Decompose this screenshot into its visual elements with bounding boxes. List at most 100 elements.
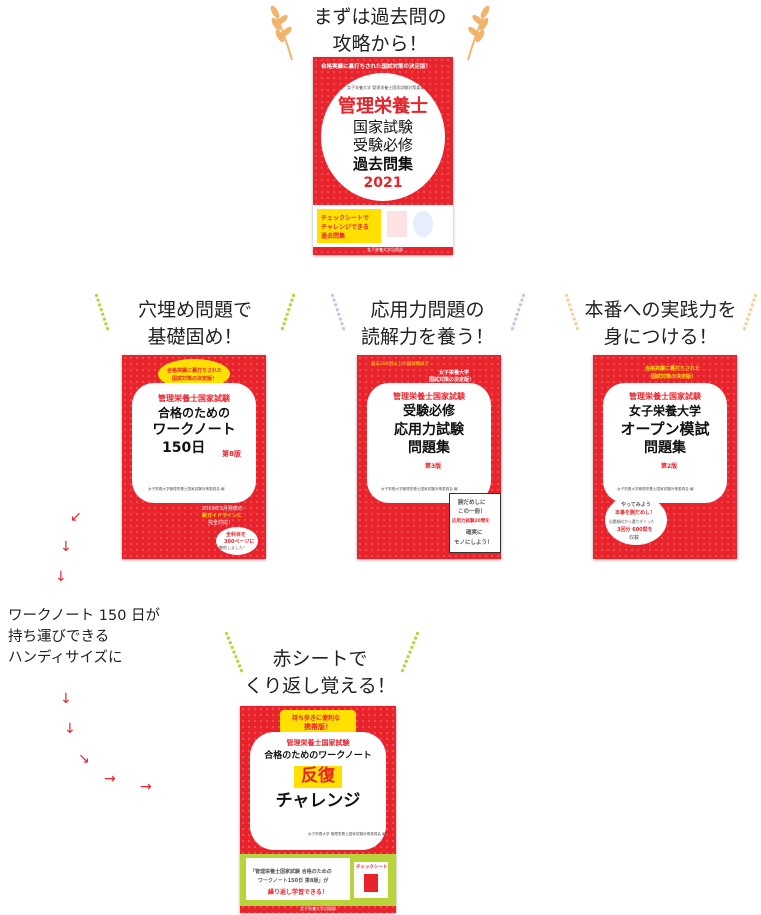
section-heading-red-sheet: 赤シートで くり返し覚える！: [240, 646, 400, 700]
book-title-line: 反復: [301, 766, 335, 786]
book-title-line: 問題集: [644, 440, 686, 456]
book-edition: 第2版: [661, 463, 678, 470]
book-title-line: 受験必修: [352, 136, 413, 154]
wheat-sprig-left-icon: [270, 5, 293, 61]
book-title-line: 応用力試験: [394, 422, 464, 438]
heading-line: 赤シートで: [272, 648, 368, 670]
heading-line: まずは過去問の: [313, 6, 447, 28]
book-series: 管理栄養士国家試験: [629, 392, 701, 401]
callout-line: 応用力試験20問を: [452, 519, 490, 524]
arrow-icon: ↓: [55, 569, 67, 585]
bottom-text-line: 「管理栄養士国家試験 合格のための: [250, 869, 332, 875]
book-edition: 第3版: [425, 463, 442, 470]
section-heading-workbook: 穴埋め問題で 基礎固め！: [110, 297, 280, 351]
section-heading-mock-exam: 本番への実践力を 身につける！: [578, 297, 743, 351]
book-title-line: 受験必修: [402, 404, 455, 419]
book-title-line: 150日: [162, 440, 206, 456]
badge-line: 合格実績に裏打ちされた: [167, 368, 223, 374]
arrow-icon: ↘: [78, 751, 90, 767]
callout-line: この一冊！: [458, 509, 486, 515]
book-callout-line: 2019年3月発表の: [202, 506, 243, 512]
book-badge: 合格実績に裏打ちされた 国試対策の決定版！: [633, 359, 723, 385]
heading-line: 穴埋め問題で: [137, 299, 252, 321]
callout-line: 腕だめしに: [458, 500, 486, 506]
side-note-line: 持ち運びできる: [8, 629, 110, 645]
wheat-sprig-green-left-icon: [94, 293, 110, 331]
callout-line: 出題傾向から選りすぐった: [609, 519, 655, 524]
section-heading-applied: 応用力問題の 読解力を養う！: [345, 297, 510, 351]
badge-line: 300ページに: [224, 539, 255, 545]
arrow-icon: ↓: [60, 691, 72, 707]
book-cover-past-exam-collection[interactable]: 合格実績に裏打ちされた国試対策の決定版！ 女子栄養大学 管理栄養士国家試験対策委…: [313, 57, 453, 255]
book-callout-line: 新ガイドラインに: [202, 513, 243, 519]
badge-line: 集約しました！: [219, 545, 247, 550]
wheat-sprig-green-right-icon: [280, 293, 296, 331]
wheat-sprig-lavender-right-icon: [510, 293, 526, 331]
book-author: 女子栄養大学管理栄養士国家試験対策委員会 編: [148, 487, 225, 491]
callout-line: 確実に: [466, 530, 483, 536]
book-title-line: 合格のためのワークノート: [264, 751, 372, 761]
book-series: 管理栄養士国家試験: [158, 394, 230, 403]
book-title-line: 女子栄養大学: [628, 404, 701, 418]
book-bottom-box: 「管理栄養士国家試験 合格のための ワークノート150日 第8版」が 繰り返し学…: [246, 858, 350, 900]
bottom-text-line: ワークノート150日 第8版」が: [258, 878, 329, 884]
book-title-line: オープン模試: [620, 420, 710, 438]
heading-line: 基礎固め！: [147, 326, 243, 348]
badge-line: 国試対策の決定版！: [429, 377, 475, 383]
wheat-sprig-beige-right-icon: [742, 293, 758, 331]
book-callout-line: 完全対応！: [208, 520, 234, 526]
badge-line: 国試対策の決定版！: [172, 376, 218, 382]
book-cover-open-mock-exam[interactable]: 合格実績に裏打ちされた 国試対策の決定版！ 管理栄養士国家試験 女子栄養大学 オ…: [593, 355, 737, 559]
badge-line: チェックシートで: [321, 215, 370, 222]
book-title-card: 管理栄養士国家試験 女子栄養大学 オープン模試 問題集 第2版 女子栄養大学管理…: [603, 383, 727, 503]
book-title-highlight: [294, 766, 342, 788]
book-title-line: ワークノート: [152, 422, 236, 438]
wheat-sprig-right-icon: [467, 5, 490, 61]
book-title-card: 女子栄養大学 管理栄養士国家試験対策委員会 編 管理栄養士 国家試験 受験必修 …: [321, 73, 445, 201]
book-publisher-small: 女子栄養大学 管理栄養士国家試験対策委員会 編: [347, 85, 434, 90]
book-cover-repeat-challenge[interactable]: 持ち歩きに便利な 携帯版！ 管理栄養士国家試験 合格のためのワークノート 反復 …: [240, 706, 396, 913]
heading-line: 応用力問題の: [370, 299, 485, 321]
callout-line: モノにしよう！: [454, 540, 493, 546]
badge-line: 過去200回以上の国試模試で: [371, 362, 430, 367]
heading-line: 身につける！: [603, 326, 718, 348]
book-title-line: 管理栄養士: [338, 96, 428, 117]
book-title-line: 合格のための: [157, 406, 230, 420]
book-banner: 合格実績に裏打ちされた国試対策の決定版！: [321, 64, 432, 70]
callout-line: やってみよう: [621, 502, 651, 508]
book-title-line: チャレンジ: [275, 791, 361, 811]
badge-line: 女子栄養大学: [439, 370, 470, 376]
book-callout-box: 腕だめしに この一冊！ 応用力試験20問を 確実に モノにしよう！: [449, 493, 501, 553]
book-title-line: 国家試験: [352, 118, 413, 136]
arrow-icon: ↓: [64, 721, 76, 737]
book-footer: 女子栄養大学出版部: [300, 906, 336, 911]
book-title-card: 管理栄養士国家試験 合格のためのワークノート 反復 チャレンジ 女子栄養大学 管…: [250, 732, 386, 850]
book-cover-workbook-150-days[interactable]: 合格実績に裏打ちされた 国試対策の決定版！ 管理栄養士国家試験 合格のための ワ…: [122, 355, 266, 559]
side-note-handy-size: ワークノート 150 日が 持ち運びできる ハンディサイズに: [8, 606, 160, 669]
heading-line: くり返し覚える！: [244, 675, 396, 697]
badge-line: 国試対策の決定版！: [651, 374, 697, 380]
book-title-card: 管理栄養士国家試験 受験必修 応用力試験 問題集 第3版 女子栄養大学管理栄養士…: [367, 383, 491, 503]
book-circle-badge: やってみよう 本番を腕だめし！ 出題傾向から選りすぐった 3回分 600問を 収…: [605, 495, 667, 545]
callout-line: 収載: [629, 535, 640, 541]
badge-line: 合格実績に裏打ちされた: [645, 366, 701, 372]
book-cover-applied-problems[interactable]: 過去200回以上の国試模試で 女子栄養大学 国試対策の決定版！ 管理栄養士国家試…: [357, 355, 501, 559]
book-edition: 第8版: [222, 450, 241, 458]
heading-line: 読解力を養う！: [360, 326, 494, 348]
book-circle-badge: 全科目を 300ページに 集約しました！: [216, 527, 258, 555]
bottom-text-line: 繰り返し学習できる！: [268, 889, 328, 896]
callout-line: 3回分 600問を: [617, 527, 653, 533]
check-sheet-icon: チェックシート: [354, 862, 388, 898]
book-series: 管理栄養士国家試験: [393, 392, 465, 401]
book-author: 女子栄養大学 管理栄養士国家試験対策委員会 編: [308, 832, 386, 836]
book-title-line: 問題集: [408, 440, 450, 456]
book-title-card: 管理栄養士国家試験 合格のための ワークノート 150日 第8版 女子栄養大学管…: [132, 383, 256, 503]
badge-line: 全科目を: [226, 532, 247, 538]
book-year: 2021: [363, 175, 403, 191]
wheat-sprig-green-right-icon: [400, 631, 420, 673]
arrow-icon: ↙: [70, 509, 82, 525]
book-series: 管理栄養士国家試験: [286, 739, 350, 747]
wheat-sprig-green-left-icon: [224, 631, 244, 673]
book-title-line: 過去問集: [352, 155, 413, 173]
badge-line: 持ち歩きに便利な: [292, 715, 341, 722]
